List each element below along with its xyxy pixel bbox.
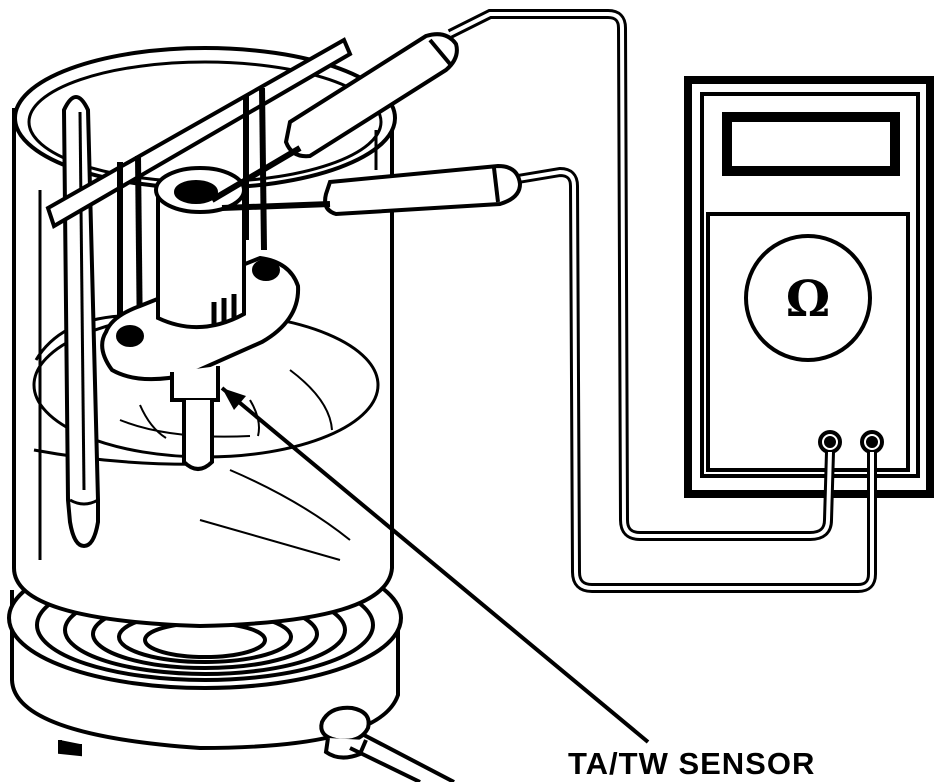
meter-dial <box>744 234 872 362</box>
callout-label: TA/TW SENSOR <box>568 746 815 781</box>
ohmmeter-icon <box>684 76 934 498</box>
heater-knob-icon <box>319 705 371 760</box>
test-leads <box>447 9 877 593</box>
sensor-callout: TA/TW SENSOR <box>220 386 815 781</box>
callout-leader-line <box>220 386 650 744</box>
test-probe-lower-icon <box>221 163 523 217</box>
temperature-sensor-icon <box>45 37 353 471</box>
meter-terminals <box>818 430 884 454</box>
meter-display <box>722 112 900 176</box>
test-probe-upper-icon <box>210 32 459 203</box>
callout-arrowhead <box>222 388 246 410</box>
ohm-symbol: Ω <box>786 269 831 328</box>
